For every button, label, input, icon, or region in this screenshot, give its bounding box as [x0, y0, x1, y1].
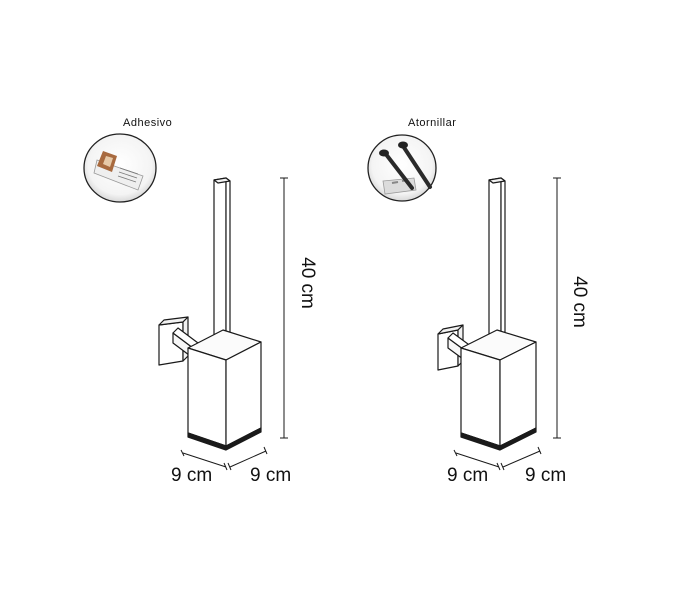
left-depth-label: 9 cm	[250, 465, 292, 486]
left-adhesive-icon-badge	[83, 133, 157, 203]
right-depth-label: 9 cm	[525, 465, 567, 486]
adhesive-tube-icon	[93, 151, 144, 191]
right-width-dimension-line	[453, 449, 501, 471]
left-width-label: 9 cm	[171, 465, 213, 486]
screws-and-plugs-icon	[379, 141, 432, 195]
right-toilet-brush-holder	[437, 177, 537, 451]
left-toilet-brush-holder	[158, 177, 262, 451]
right-screw-icon-badge	[367, 134, 437, 202]
left-mount-label: Adhesivo	[123, 117, 173, 129]
left-width-dimension-line	[180, 449, 228, 471]
left-height-label: 40 cm	[296, 257, 318, 309]
right-height-label: 40 cm	[568, 276, 590, 328]
right-height-dimension-line	[553, 177, 561, 439]
left-depth-dimension-line	[227, 446, 268, 471]
left-height-dimension-line	[280, 177, 288, 439]
right-width-label: 9 cm	[447, 465, 489, 486]
right-depth-dimension-line	[500, 446, 542, 471]
right-mount-label: Atornillar	[408, 117, 457, 129]
